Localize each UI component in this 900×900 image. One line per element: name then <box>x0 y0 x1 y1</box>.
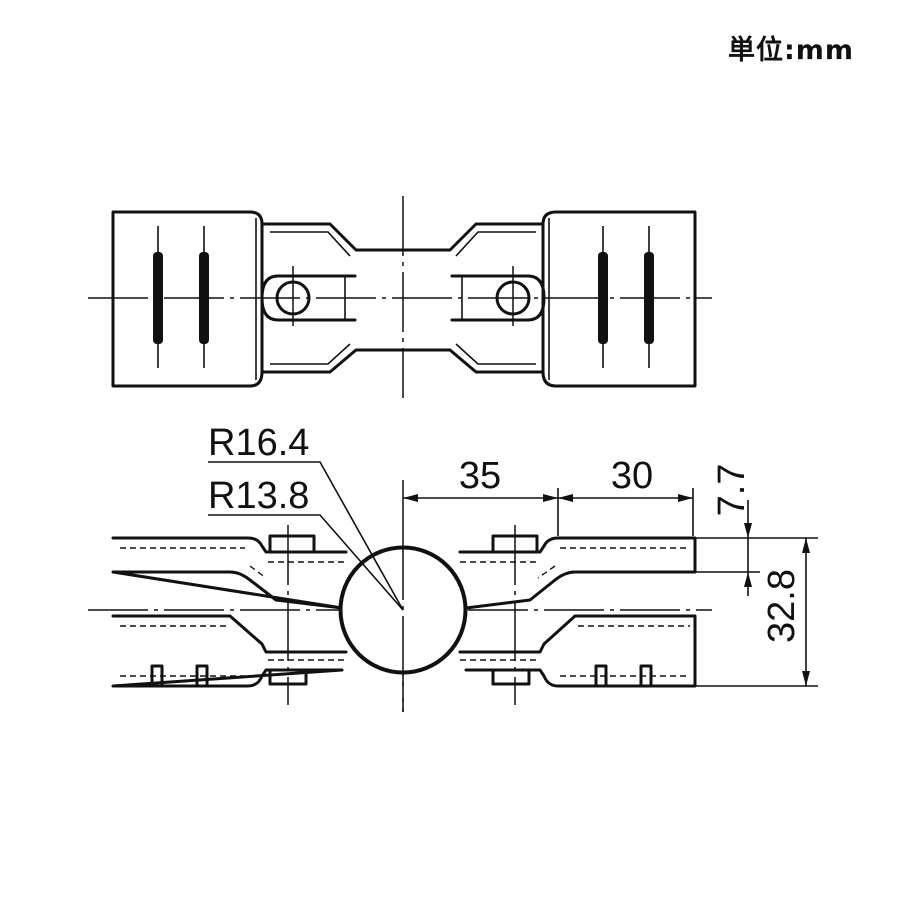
radius-inner-leader <box>208 514 404 611</box>
dim-32-8-arrows <box>802 538 810 686</box>
right-bolt-tab <box>450 274 546 322</box>
slot-4 <box>644 252 654 344</box>
dim-7-7-label: 7.7 <box>711 464 753 517</box>
dim-30-arrows <box>558 494 693 502</box>
front-view <box>88 480 712 712</box>
top-view <box>88 196 712 398</box>
middle-body-edges <box>270 231 536 365</box>
lower-clamp <box>111 614 697 688</box>
radius-outer-label: R16.4 <box>208 422 309 464</box>
upper-clamp <box>111 536 697 610</box>
slot-1 <box>153 252 163 344</box>
middle-body <box>260 222 545 374</box>
radius-outer-leader <box>208 461 404 611</box>
left-bolt-head-top <box>268 534 316 554</box>
left-nut-bottom <box>268 668 308 686</box>
lower-clamp-notches <box>150 664 653 688</box>
bolts <box>268 534 539 686</box>
slot-3 <box>598 252 608 344</box>
dim-35-label: 35 <box>459 455 501 497</box>
lower-clamp-hidden-lines <box>120 625 690 677</box>
dim-32-8-label: 32.8 <box>761 569 803 643</box>
dimensions: R16.4 R13.8 35 30 7.7 32.8 <box>208 422 818 687</box>
slot-2 <box>199 252 209 344</box>
right-end-block <box>541 210 697 388</box>
right-nut-bottom <box>491 668 531 686</box>
dim-30-label: 30 <box>611 455 653 497</box>
radius-inner-label: R13.8 <box>208 475 309 517</box>
right-bolt-head-top <box>491 534 539 554</box>
top-view-slots <box>153 226 654 368</box>
left-end-block <box>111 210 264 388</box>
dim-7-7-arrows <box>744 523 752 587</box>
left-bolt-tab <box>260 274 357 322</box>
unit-label: 単位:mm <box>728 35 855 66</box>
upper-clamp-hidden-lines <box>120 547 690 579</box>
